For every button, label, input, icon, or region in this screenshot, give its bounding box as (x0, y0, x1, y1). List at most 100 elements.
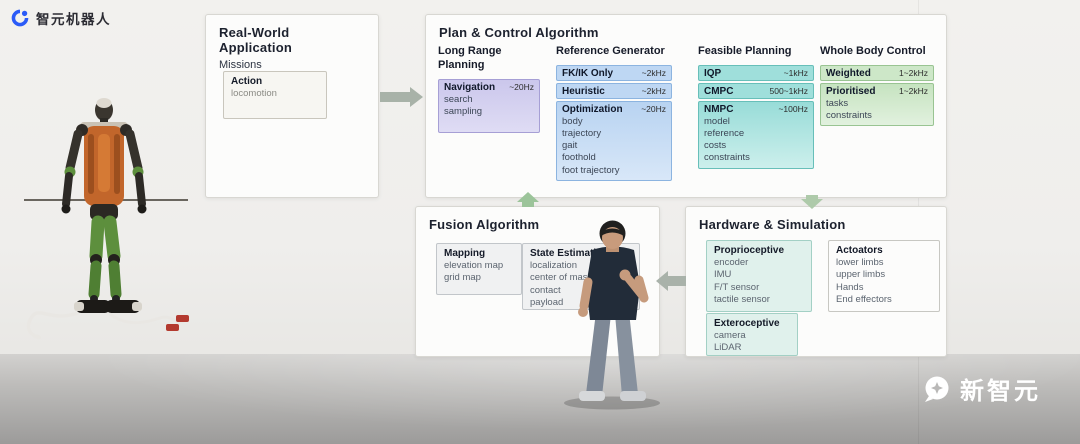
column-header: Feasible Planning (698, 45, 792, 57)
state-estimation-block: State Estimation localization center of … (522, 243, 640, 311)
block-label: IQP (704, 67, 722, 79)
prioritised-block: Prioritised 1~2kHz tasks constraints (820, 82, 934, 127)
robot-cable-connector (166, 324, 179, 331)
column-long-range-planning: Long Range Planning Navigation ~20Hz sea… (438, 45, 540, 135)
block-label: Prioritised (826, 85, 876, 97)
block-label: NMPC (704, 103, 734, 115)
hardware-panel: Hardware & Simulation Proprioceptive enc… (685, 206, 947, 357)
column-header: Long Range Planning (438, 45, 502, 71)
block-rate: 500~1kHz (769, 85, 808, 96)
weighted-block: Weighted 1~2kHz (820, 64, 934, 81)
block-item: encoder (714, 257, 749, 268)
block-item: trajectory (562, 128, 602, 140)
block-label: Navigation (444, 81, 496, 93)
column-reference-generator: Reference Generator FK/IK Only ~2kHz Heu… (556, 45, 672, 183)
robot-cable (26, 311, 79, 340)
action-label: Action (231, 76, 263, 87)
block-item: model (704, 115, 730, 127)
block-item: body (562, 115, 583, 127)
block-rate: ~2kHz (641, 85, 666, 96)
block-rate: ~20Hz (641, 103, 666, 114)
block-rate: ~100Hz (778, 103, 808, 114)
column-header: Whole Body Control (820, 45, 926, 57)
block-item: grid map (444, 272, 481, 284)
plan-control-panel: Plan & Control Algorithm Long Range Plan… (425, 14, 947, 198)
block-rate: ~1kHz (783, 67, 808, 78)
block-label: Heuristic (562, 85, 605, 97)
block-item: gait (562, 140, 578, 152)
block-rate: 1~2kHz (898, 67, 928, 78)
block-item: sampling (444, 106, 483, 118)
navigation-block: Navigation ~20Hz search sampling (438, 78, 540, 133)
block-item: search (444, 93, 473, 105)
action-item: locomotion (231, 88, 277, 99)
block-label: FK/IK Only (562, 67, 614, 79)
block-rate: 1~2kHz (898, 85, 928, 96)
iqp-block: IQP ~1kHz (698, 64, 814, 81)
actuators-block: Actoators lower limbs upper limbs Hands … (828, 240, 940, 312)
block-item: LiDAR (714, 342, 742, 354)
stage-floor (0, 354, 1080, 444)
panel-title: Real-World Application (219, 25, 292, 55)
exteroceptive-block: Exteroceptive camera LiDAR (706, 313, 798, 356)
robot-cable (109, 312, 185, 325)
action-block: Action locomotion (223, 71, 327, 119)
column-header: Reference Generator (556, 45, 665, 57)
missions-label: Missions (219, 59, 262, 71)
arrow-realworld-to-plan (380, 87, 423, 107)
block-label: Weighted (826, 67, 871, 79)
column-feasible-planning: Feasible Planning IQP ~1kHz CMPC 500~1kH… (698, 45, 814, 171)
watermark-text: 新智元 (960, 378, 1041, 405)
block-item: lower limbs (836, 257, 884, 268)
column-whole-body-control: Whole Body Control Weighted 1~2kHz Prior… (820, 45, 934, 128)
block-item: camera (714, 330, 746, 341)
heuristic-block: Heuristic ~2kHz (556, 82, 672, 99)
watermark: 新智元 (922, 371, 1041, 406)
block-item: tasks (826, 97, 849, 109)
block-item: IMU (714, 269, 732, 281)
brand-logo: 智元机器人 (10, 8, 111, 28)
block-item: contact (530, 284, 561, 296)
nmpc-block: NMPC ~100Hz model reference costs constr… (698, 100, 814, 169)
block-label: State Estimation (530, 248, 609, 259)
block-item: reference (704, 128, 745, 140)
block-item: Hands (836, 281, 864, 293)
block-item: upper limbs (836, 269, 886, 281)
fusion-panel: Fusion Algorithm Mapping elevation map g… (415, 206, 660, 357)
block-label: Mapping (444, 248, 486, 259)
mapping-block: Mapping elevation map grid map (436, 243, 522, 295)
arrow-hardware-to-fusion (656, 271, 686, 291)
block-label: Optimization (562, 103, 623, 115)
robot-figure (24, 98, 189, 340)
real-world-application-panel: Real-World Application Missions Action l… (205, 14, 379, 198)
optimization-block: Optimization ~20Hz body trajectory gait … (556, 100, 672, 181)
block-item: constraints (704, 152, 750, 164)
robot-cable-connector (176, 315, 189, 322)
block-label: CMPC (704, 85, 734, 97)
xinzhiyuan-logo-icon (925, 376, 949, 402)
brand-logo-text: 智元机器人 (36, 12, 111, 27)
block-item: costs (704, 140, 727, 152)
block-item: tactile sensor (714, 294, 770, 306)
block-label: Exteroceptive (714, 318, 780, 329)
block-item: localization (530, 260, 577, 271)
block-item: elevation map (444, 260, 504, 271)
block-item: foothold (562, 152, 596, 164)
panel-title: Hardware & Simulation (699, 217, 846, 232)
fkik-only-block: FK/IK Only ~2kHz (556, 64, 672, 81)
block-item: constraints (826, 110, 872, 122)
cmpc-block: CMPC 500~1kHz (698, 82, 814, 99)
block-item: End effectors (836, 294, 892, 306)
block-rate: ~2kHz (641, 67, 666, 78)
panel-title: Plan & Control Algorithm (439, 25, 599, 40)
block-item: foot trajectory (562, 164, 620, 176)
panel-title: Fusion Algorithm (429, 217, 540, 232)
block-rate: ~20Hz (509, 81, 534, 92)
block-item: payload (530, 297, 564, 309)
proprioceptive-block: Proprioceptive encoder IMU F/T sensor ta… (706, 240, 812, 312)
block-label: Actoators (836, 245, 883, 256)
block-item: center of mass (530, 272, 593, 284)
zhiyuan-logo-icon (11, 9, 29, 27)
block-label: Proprioceptive (714, 245, 785, 256)
